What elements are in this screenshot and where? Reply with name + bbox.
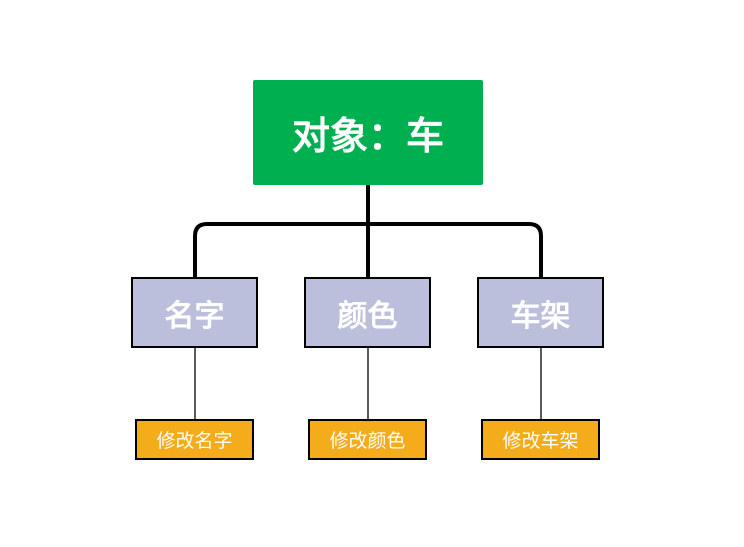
method-label: 修改名字 — [156, 430, 233, 452]
method-node-modify-name: 修改名字 — [135, 419, 254, 460]
method-label: 修改颜色 — [329, 430, 406, 452]
root-object-label: 对象：车 — [291, 114, 444, 158]
property-label: 颜色 — [337, 298, 398, 334]
method-label: 修改车架 — [502, 430, 579, 452]
property-label: 名字 — [164, 298, 225, 334]
method-node-modify-frame: 修改车架 — [481, 419, 600, 460]
property-label: 车架 — [510, 298, 571, 334]
root-object-node: 对象：车 — [253, 80, 483, 185]
branch-bracket — [193, 222, 543, 278]
property-node-name: 名字 — [131, 277, 258, 348]
method-node-modify-color: 修改颜色 — [308, 419, 427, 460]
property-node-frame: 车架 — [477, 277, 604, 348]
property-node-color: 颜色 — [304, 277, 431, 348]
